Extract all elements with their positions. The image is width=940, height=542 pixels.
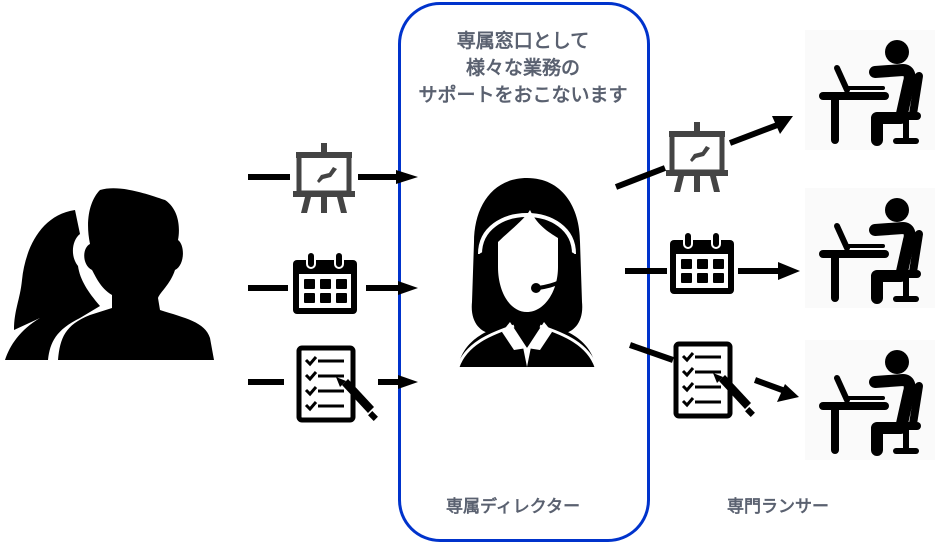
arrow-right-row-2 [625,262,800,280]
calendar-icon-right [670,231,734,294]
freelancer-label: 専門ランサー [727,497,829,517]
calendar-icon-left [293,251,357,314]
freelancer-desk-worker-icon-2 [805,188,935,308]
clients-icon [5,188,214,360]
arrow-right-row-3 [629,342,799,402]
director-heading: 専属窓口として 様々な業務の サポートをおこないます [400,28,646,109]
arrow-left-row-2 [248,281,418,295]
freelancer-desk-worker-icon-1 [805,30,935,150]
heading-line-3: サポートをおこないます [418,84,628,106]
arrow-left-row-3 [248,375,418,389]
arrow-left-row-1 [248,170,418,184]
director-label: 専属ディレクター [446,497,581,517]
arrow-right-row-1 [614,116,793,190]
headset-operator-icon [456,178,598,368]
checklist-pen-icon-right [673,341,755,419]
presentation-easel-icon-right [666,122,728,192]
freelancer-desk-worker-icon-3 [805,340,935,460]
checklist-pen-icon-left [296,345,378,423]
heading-line-2: 様々な業務の [465,57,580,79]
heading-line-1: 専属窓口として [456,30,590,52]
presentation-easel-icon-left [293,143,355,213]
